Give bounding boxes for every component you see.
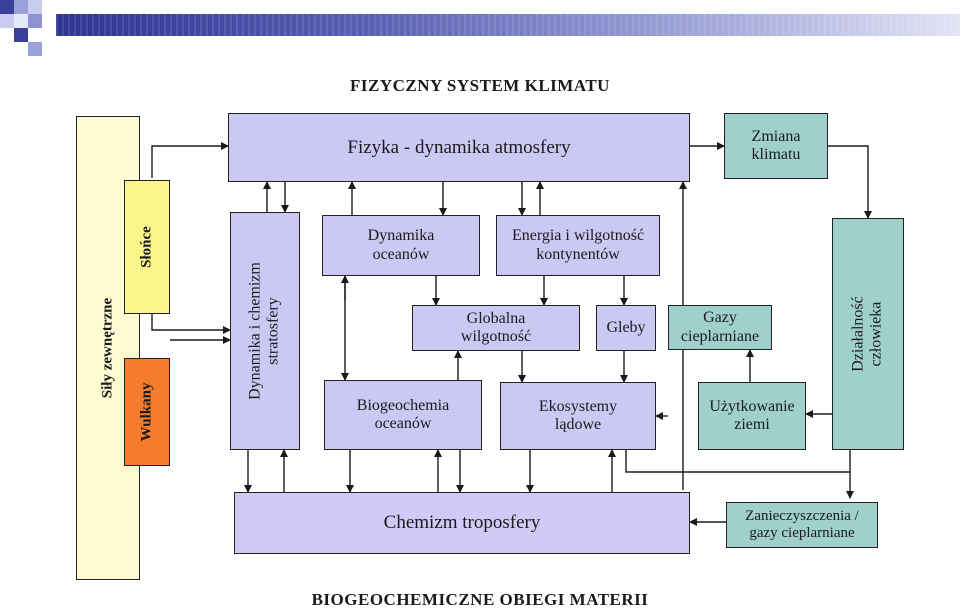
troposphere-label: Chemizm troposfery xyxy=(383,512,541,534)
human-activity-label: Działalność człowieka xyxy=(849,296,885,372)
diagram-title: FIZYCZNY SYSTEM KLIMATU xyxy=(350,76,610,95)
greenhouse-gases-box: Gazy cieplarniane xyxy=(668,305,772,350)
soils-label: Gleby xyxy=(606,318,646,336)
global-moisture-box: Globalna wilgotność xyxy=(412,305,580,351)
continental-energy-box: Energia i wilgotność kontynentów xyxy=(496,215,660,276)
continental-energy-label: Energia i wilgotność kontynentów xyxy=(511,227,645,263)
ocean-biogeochemistry-label: Biogeochemia oceanów xyxy=(356,396,450,432)
sun-box: Słońce xyxy=(124,180,170,314)
stratosphere-label: Dynamika i chemizm stratosfery xyxy=(246,262,282,400)
land-use-box: Użytkowanie ziemi xyxy=(698,382,806,450)
external-forces-label: Siły zewnętrzne xyxy=(99,297,116,399)
pollution-box: Zanieczyszczenia / gazy cieplarniane xyxy=(726,502,878,548)
volcanoes-box: Wulkany xyxy=(124,358,170,466)
atmosphere-label: Fizyka - dynamika atmosfery xyxy=(347,136,571,158)
ocean-dynamics-label: Dynamika oceanów xyxy=(367,227,435,263)
atmosphere-box: Fizyka - dynamika atmosfery xyxy=(228,113,690,182)
land-ecosystems-label: Ekosystemy lądowe xyxy=(538,397,618,433)
pollution-label: Zanieczyszczenia / gazy cieplarniane xyxy=(745,507,859,541)
header-decoration xyxy=(0,0,960,60)
climate-change-label: Zmiana klimatu xyxy=(751,127,801,163)
ocean-biogeochemistry-box: Biogeochemia oceanów xyxy=(324,380,482,450)
human-activity-box: Działalność człowieka xyxy=(832,218,904,450)
volcanoes-label: Wulkany xyxy=(138,382,155,442)
global-moisture-label: Globalna wilgotność xyxy=(460,309,532,345)
stratosphere-box: Dynamika i chemizm stratosfery xyxy=(230,212,300,450)
land-ecosystems-box: Ekosystemy lądowe xyxy=(500,382,656,450)
greenhouse-gases-label: Gazy cieplarniane xyxy=(680,309,760,345)
ocean-dynamics-box: Dynamika oceanów xyxy=(322,215,480,276)
diagram-footer: BIOGEOCHEMICZNE OBIEGI MATERII xyxy=(311,590,649,609)
land-use-label: Użytkowanie ziemi xyxy=(709,397,795,433)
soils-box: Gleby xyxy=(596,305,656,351)
sun-label: Słońce xyxy=(138,226,155,268)
climate-change-box: Zmiana klimatu xyxy=(724,113,828,179)
troposphere-box: Chemizm troposfery xyxy=(234,492,690,554)
